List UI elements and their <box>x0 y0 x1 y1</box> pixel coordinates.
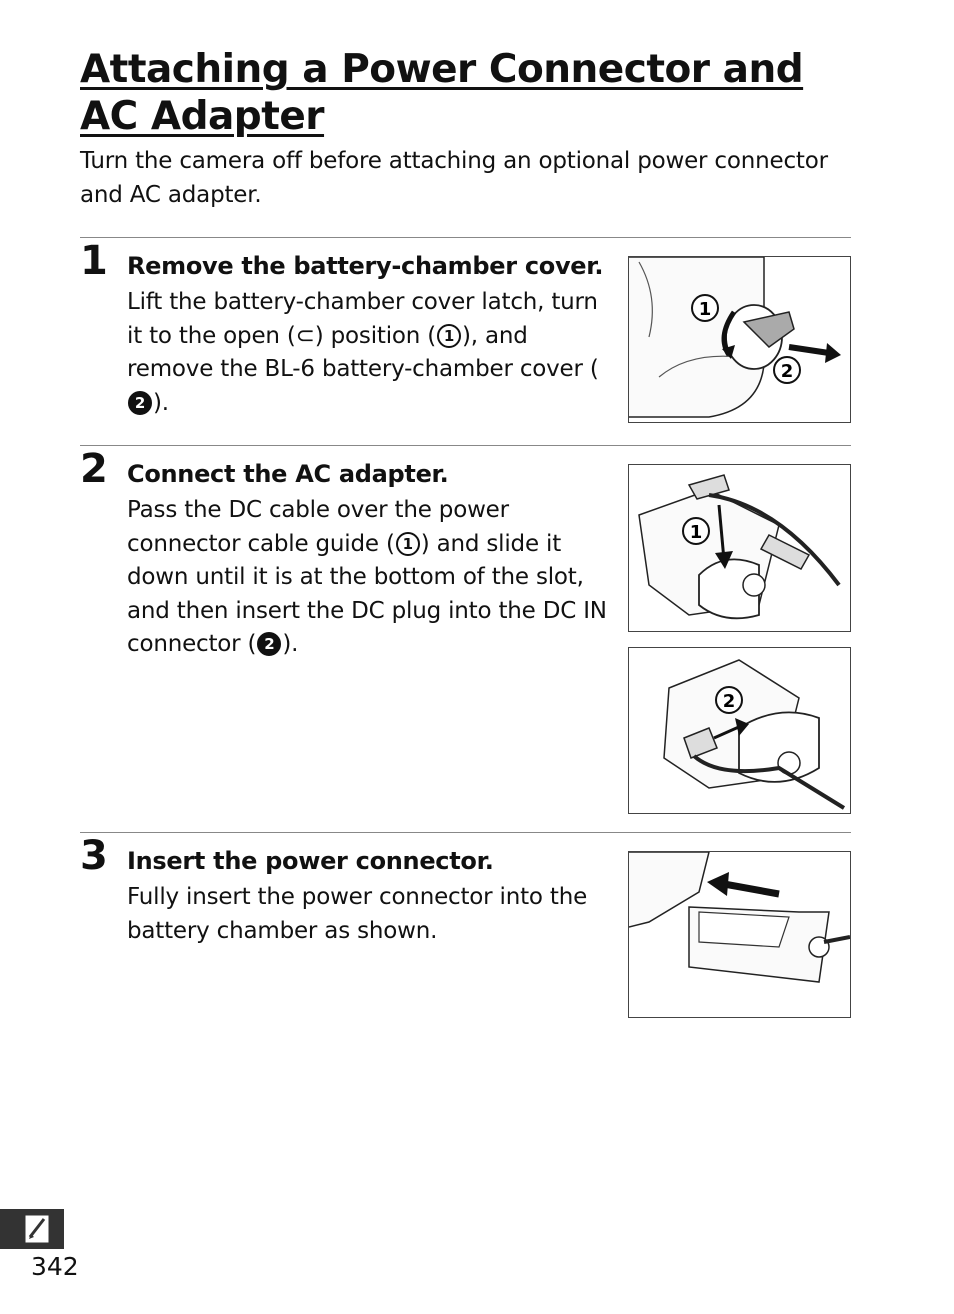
step-3-body: Fully insert the power connector into th… <box>127 884 588 944</box>
battery-cover-removal-illustration: 1 2 <box>628 256 851 423</box>
page-title: Attaching a Power Connector and AC Adapt… <box>80 47 804 139</box>
intro-text: Turn the camera off before attaching an … <box>80 148 828 208</box>
callout-2-icon: 2 <box>128 390 152 415</box>
cable-guide-illustration: 1 <box>628 464 851 632</box>
callout-2-label: 2 <box>781 361 794 382</box>
step-3-number: 3 <box>80 833 108 879</box>
callout-1-icon: 1 <box>395 531 420 556</box>
divider <box>80 832 851 833</box>
open-latch-icon: ⊂ <box>295 322 315 349</box>
side-tab <box>0 1209 64 1249</box>
step-1-number: 1 <box>80 238 108 284</box>
step-2-number: 2 <box>80 446 108 492</box>
step-3-title: Insert the power connector. <box>127 847 494 875</box>
page-number: 342 <box>31 1252 79 1281</box>
step-2-title: Connect the AC adapter. <box>127 460 449 488</box>
power-connector-insert-illustration <box>628 851 851 1018</box>
dc-plug-illustration: 2 <box>628 647 851 814</box>
callout-2-label: 2 <box>723 691 736 712</box>
step-1-body: Lift the battery-chamber cover latch, tu… <box>127 289 599 416</box>
divider <box>80 445 851 446</box>
callout-2-icon: 2 <box>257 632 282 657</box>
step-2-body: Pass the DC cable over the power connect… <box>127 497 607 658</box>
callout-1-label: 1 <box>699 299 712 320</box>
callout-1-icon: 1 <box>437 323 462 348</box>
callout-1-label: 1 <box>690 522 703 543</box>
note-pencil-icon <box>25 1215 49 1243</box>
step-1-title: Remove the battery-chamber cover. <box>127 252 604 280</box>
divider <box>80 237 851 238</box>
